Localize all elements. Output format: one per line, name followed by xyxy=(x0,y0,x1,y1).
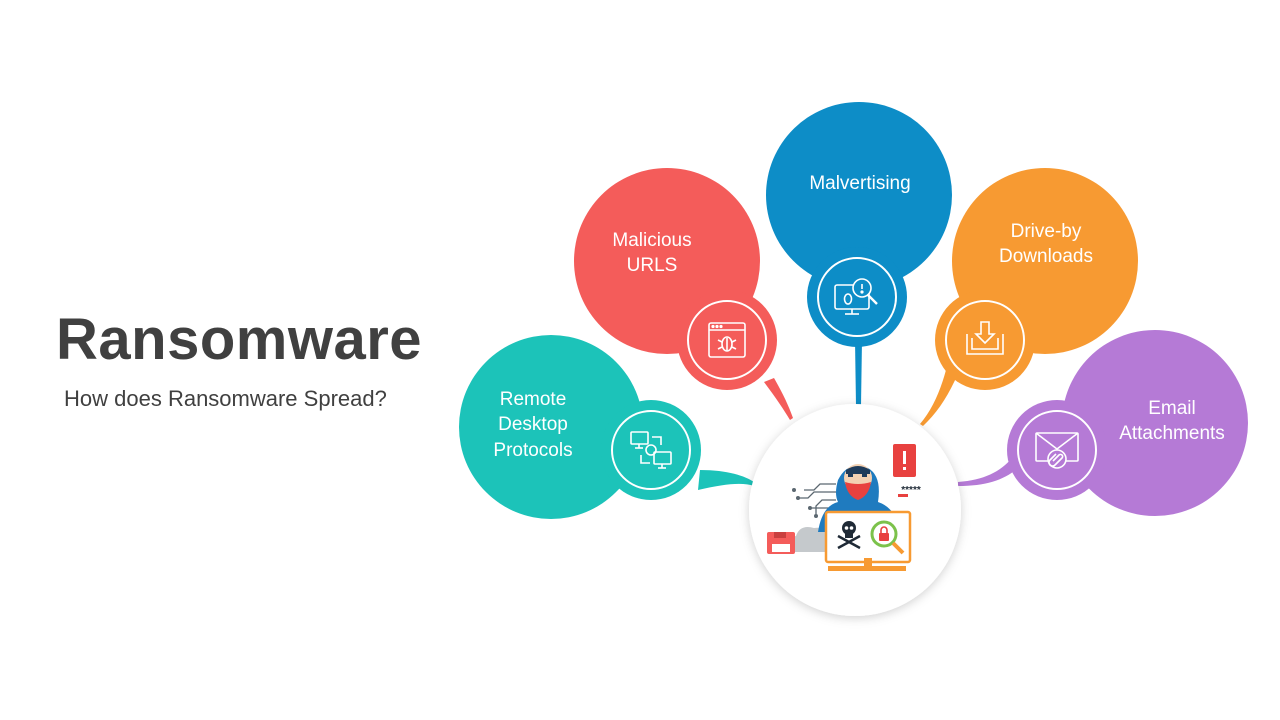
bubble-label-line: Malicious xyxy=(612,230,691,251)
connector-drive-by xyxy=(920,370,956,426)
bubble-label-line: Attachments xyxy=(1119,423,1225,444)
bubble-label-line: URLS xyxy=(627,255,678,276)
icon-circle xyxy=(807,247,907,347)
bubble-label-line: Malvertising xyxy=(809,173,910,194)
icon-circle xyxy=(601,400,701,500)
connector-remote-desktop xyxy=(698,470,754,490)
connector-malicious-urls xyxy=(764,378,793,420)
bubble-label-line: Downloads xyxy=(999,246,1093,267)
icon-circle xyxy=(935,290,1035,390)
bubble-label-line: Desktop xyxy=(498,414,568,435)
bubble-label-line: Protocols xyxy=(493,440,572,461)
bubble-label-line: Drive-by xyxy=(1011,221,1082,242)
connector-malvertising xyxy=(855,340,862,406)
bubble-label-line: Email xyxy=(1148,398,1196,419)
bubble-malvertising: Malvertising xyxy=(766,102,952,406)
center-hub: ***** xyxy=(749,404,961,616)
bubble-label-line: Remote xyxy=(500,389,567,410)
